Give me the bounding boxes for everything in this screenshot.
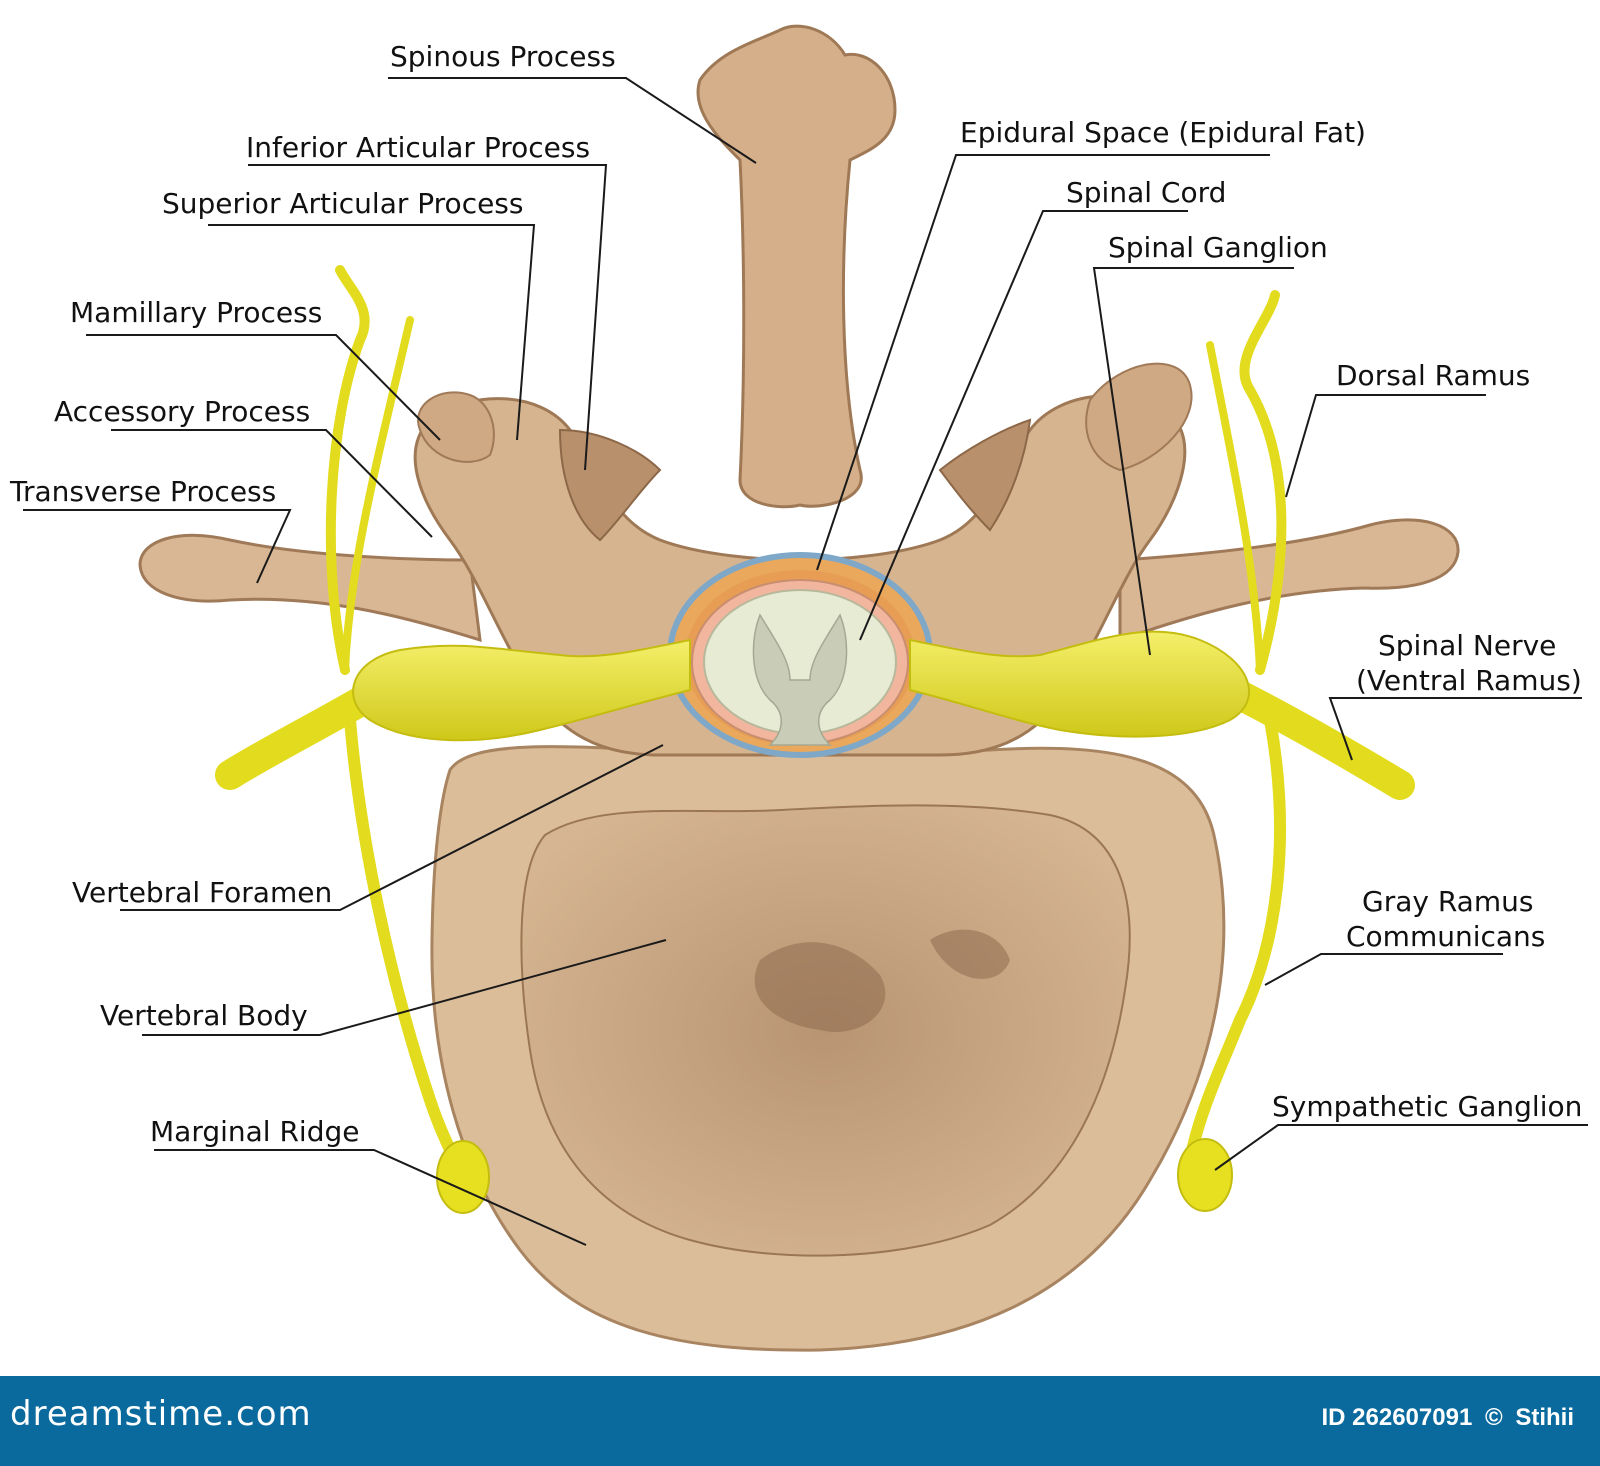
image-credit: ID 262607091 © Stihii: [1316, 1404, 1575, 1432]
right-transverse-process: [1118, 518, 1460, 643]
left-dorsal-ramus: [325, 265, 370, 675]
label-epidural-space: Epidural Space (Epidural Fat): [960, 116, 1366, 149]
leader-marginal-ridge: [154, 1149, 587, 1246]
brand-wordmark: dreamstime.com: [10, 1394, 312, 1434]
label-spinous-process: Spinous Process: [390, 40, 616, 73]
label-accessory-process: Accessory Process: [54, 395, 310, 428]
leader-lines: [23, 77, 1588, 1246]
label-spinal-cord: Spinal Cord: [1066, 176, 1226, 209]
leader-vertebral-foramen: [120, 744, 664, 911]
label-marginal-ridge: Marginal Ridge: [150, 1115, 359, 1148]
label-mamillary-process: Mamillary Process: [70, 296, 322, 329]
label-dorsal-ramus: Dorsal Ramus: [1336, 359, 1530, 392]
leader-epidural-space: [816, 154, 1270, 571]
label-spinal-ganglion: Spinal Ganglion: [1108, 231, 1328, 264]
right-inferior-articular-process: [938, 418, 1032, 532]
left-superior-articular-process: [417, 391, 495, 463]
left-sympathetic-ganglion: [436, 1140, 490, 1214]
leader-transverse-process: [23, 509, 292, 584]
label-gray-ramus-line2: Communicans: [1346, 920, 1545, 953]
right-ventral-ramus: [1215, 675, 1415, 800]
right-dorsal-ramus: [1239, 290, 1287, 675]
author-name: Stihii: [1515, 1404, 1574, 1431]
leader-mamillary-process: [86, 334, 441, 441]
leader-spinal-nerve: [1328, 697, 1582, 761]
right-dorsal-ramus-branch: [1206, 341, 1264, 674]
labels: Spinous Process Inferior Articular Proce…: [9, 40, 1582, 1148]
image-id: ID 262607091: [1321, 1404, 1473, 1431]
label-transverse-process: Transverse Process: [9, 475, 276, 508]
cancellous-shadow: [754, 929, 1010, 1032]
label-vertebral-foramen: Vertebral Foramen: [72, 876, 332, 909]
leader-sympathetic-ganglion: [1214, 1124, 1588, 1171]
leader-vertebral-body: [142, 939, 667, 1036]
copyright-symbol: ©: [1484, 1404, 1503, 1431]
leader-inferior-articular-process: [248, 164, 608, 471]
leader-spinal-cord: [859, 210, 1188, 641]
leader-gray-ramus: [1264, 953, 1503, 986]
left-dorsal-ramus-branch: [341, 316, 414, 674]
leader-spinous-process: [388, 77, 757, 164]
right-gray-ramus: [1184, 714, 1286, 1166]
leader-superior-articular-process: [208, 224, 536, 441]
leader-accessory-process: [111, 429, 433, 538]
left-gray-ramus: [344, 714, 461, 1166]
right-sympathetic-ganglion: [1177, 1138, 1233, 1212]
footer-bar: dreamstime.com ID 262607091 © Stihii: [0, 1376, 1600, 1466]
leader-spinal-ganglion: [1092, 267, 1294, 656]
label-sympathetic-ganglion: Sympathetic Ganglion: [1272, 1090, 1582, 1123]
right-spinal-nerve: [909, 630, 1250, 738]
label-gray-ramus-line1: Gray Ramus: [1362, 885, 1533, 918]
label-vertebral-body: Vertebral Body: [100, 999, 308, 1032]
vertebra-diagram: Spinous Process Inferior Articular Proce…: [9, 24, 1588, 1352]
left-spinal-nerve: [352, 638, 691, 742]
spinous-process: [696, 24, 897, 509]
label-inferior-articular-process: Inferior Articular Process: [246, 131, 590, 164]
label-spinal-nerve-line2: (Ventral Ramus): [1356, 664, 1582, 697]
leader-dorsal-ramus: [1285, 394, 1486, 498]
label-spinal-nerve-line1: Spinal Nerve: [1378, 629, 1556, 662]
left-transverse-process: [138, 533, 482, 643]
gray-matter: [752, 613, 848, 746]
label-superior-articular-process: Superior Articular Process: [162, 187, 523, 220]
